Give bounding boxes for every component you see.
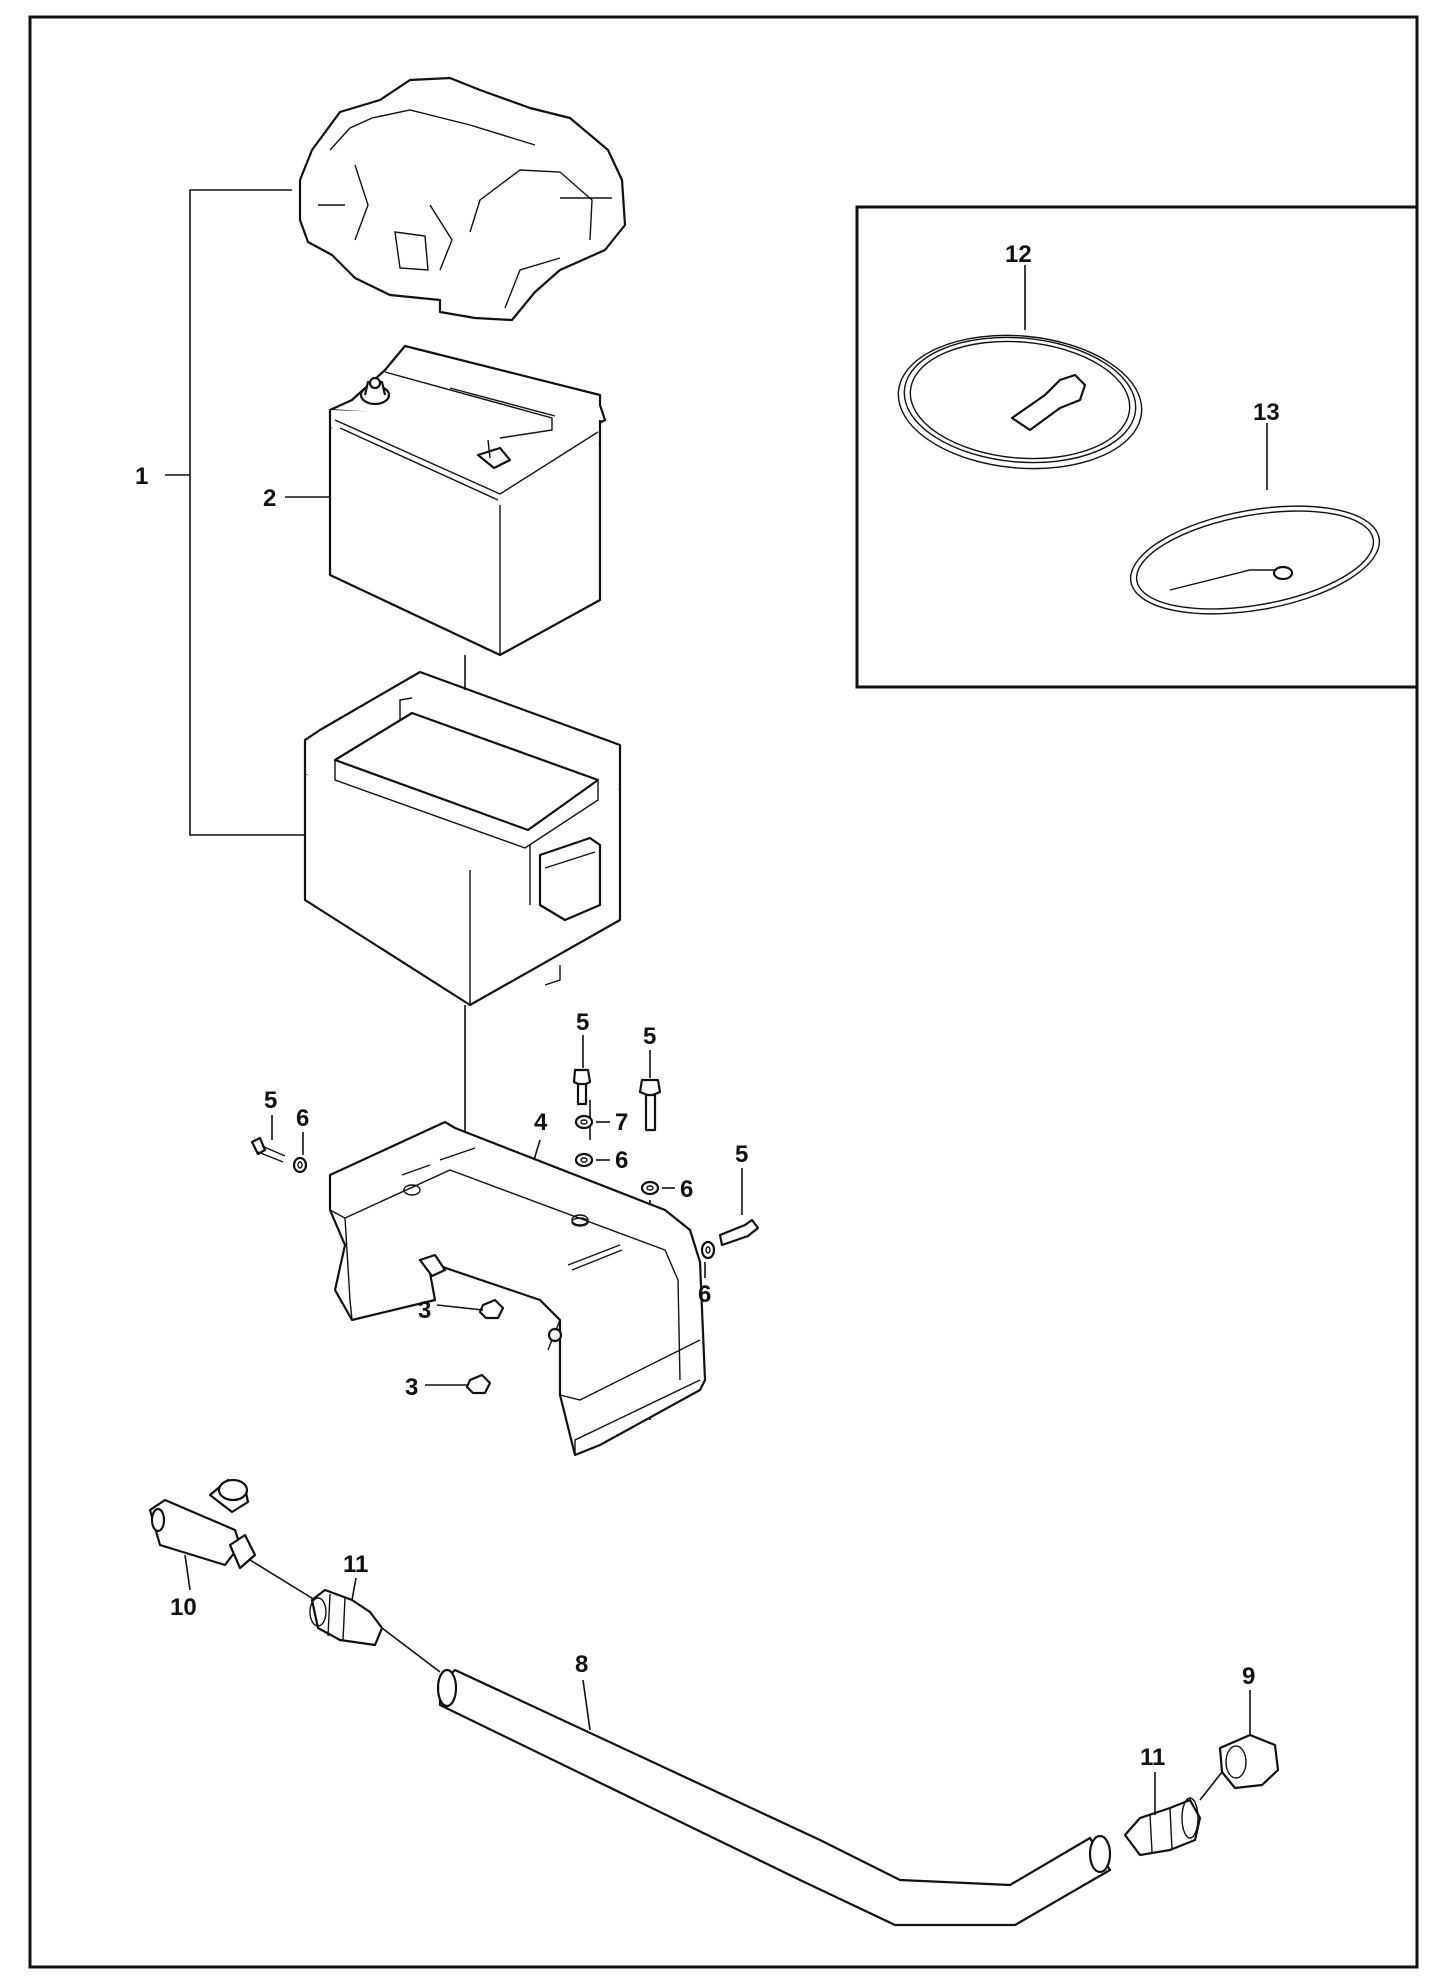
fitting-11-right <box>1123 1797 1202 1857</box>
screw-5-mid <box>572 1068 592 1106</box>
battery-cover <box>298 76 627 322</box>
callout-9: 9 <box>1242 1663 1255 1690</box>
fitting-11-left <box>309 1588 384 1647</box>
callout-6-mid-right: 6 <box>680 1176 693 1203</box>
washer-6-mid <box>574 1152 594 1168</box>
cable-12 <box>897 334 1143 470</box>
outer-frame <box>28 15 1419 1969</box>
washer-7 <box>574 1114 594 1130</box>
mounting-bracket <box>328 1120 707 1457</box>
nut-3-upper <box>478 1298 505 1320</box>
callout-5-right: 5 <box>735 1141 748 1168</box>
callout-6-left: 6 <box>296 1105 309 1132</box>
leader-lines <box>184 265 1268 1815</box>
cable-13 <box>1129 505 1381 615</box>
callout-6-mid: 6 <box>615 1147 628 1174</box>
callout-labels: 1 2 12 13 5 5 5 5 6 4 7 6 6 6 3 3 10 11 … <box>135 241 1280 1771</box>
washer-6-right <box>700 1240 716 1260</box>
assembly-bracket-1 <box>165 189 305 836</box>
callout-11-left: 11 <box>343 1551 368 1578</box>
callout-13: 13 <box>1253 399 1280 426</box>
callout-3-upper: 3 <box>418 1297 431 1324</box>
callout-8: 8 <box>575 1651 588 1678</box>
callout-11-right: 11 <box>1140 1744 1165 1771</box>
washer-6-mid-right <box>640 1180 660 1196</box>
callout-5-top-mid: 5 <box>576 1009 589 1036</box>
callout-4: 4 <box>534 1109 548 1136</box>
nut-9 <box>1218 1733 1280 1790</box>
nut-3-lower <box>465 1373 492 1395</box>
valve-10 <box>148 1478 257 1570</box>
callout-3-lower: 3 <box>405 1374 418 1401</box>
callout-2: 2 <box>263 485 276 512</box>
washer-6-left <box>292 1156 308 1174</box>
callout-6-right: 6 <box>698 1281 711 1308</box>
screw-5-left <box>250 1136 286 1163</box>
battery <box>285 344 607 657</box>
callout-5-left: 5 <box>264 1087 277 1114</box>
cable-inset-box <box>855 205 1419 689</box>
screw-5-mid-long <box>638 1078 662 1132</box>
callout-7: 7 <box>615 1109 628 1136</box>
battery-tray <box>303 670 622 1007</box>
screw-5-right <box>718 1218 760 1247</box>
callout-10: 10 <box>170 1594 197 1621</box>
hose-8 <box>436 1668 1112 1927</box>
callout-12: 12 <box>1005 241 1032 268</box>
callout-5-top-right: 5 <box>643 1023 656 1050</box>
fitting-connector-lines <box>249 1559 1223 1801</box>
callout-1: 1 <box>135 463 148 490</box>
